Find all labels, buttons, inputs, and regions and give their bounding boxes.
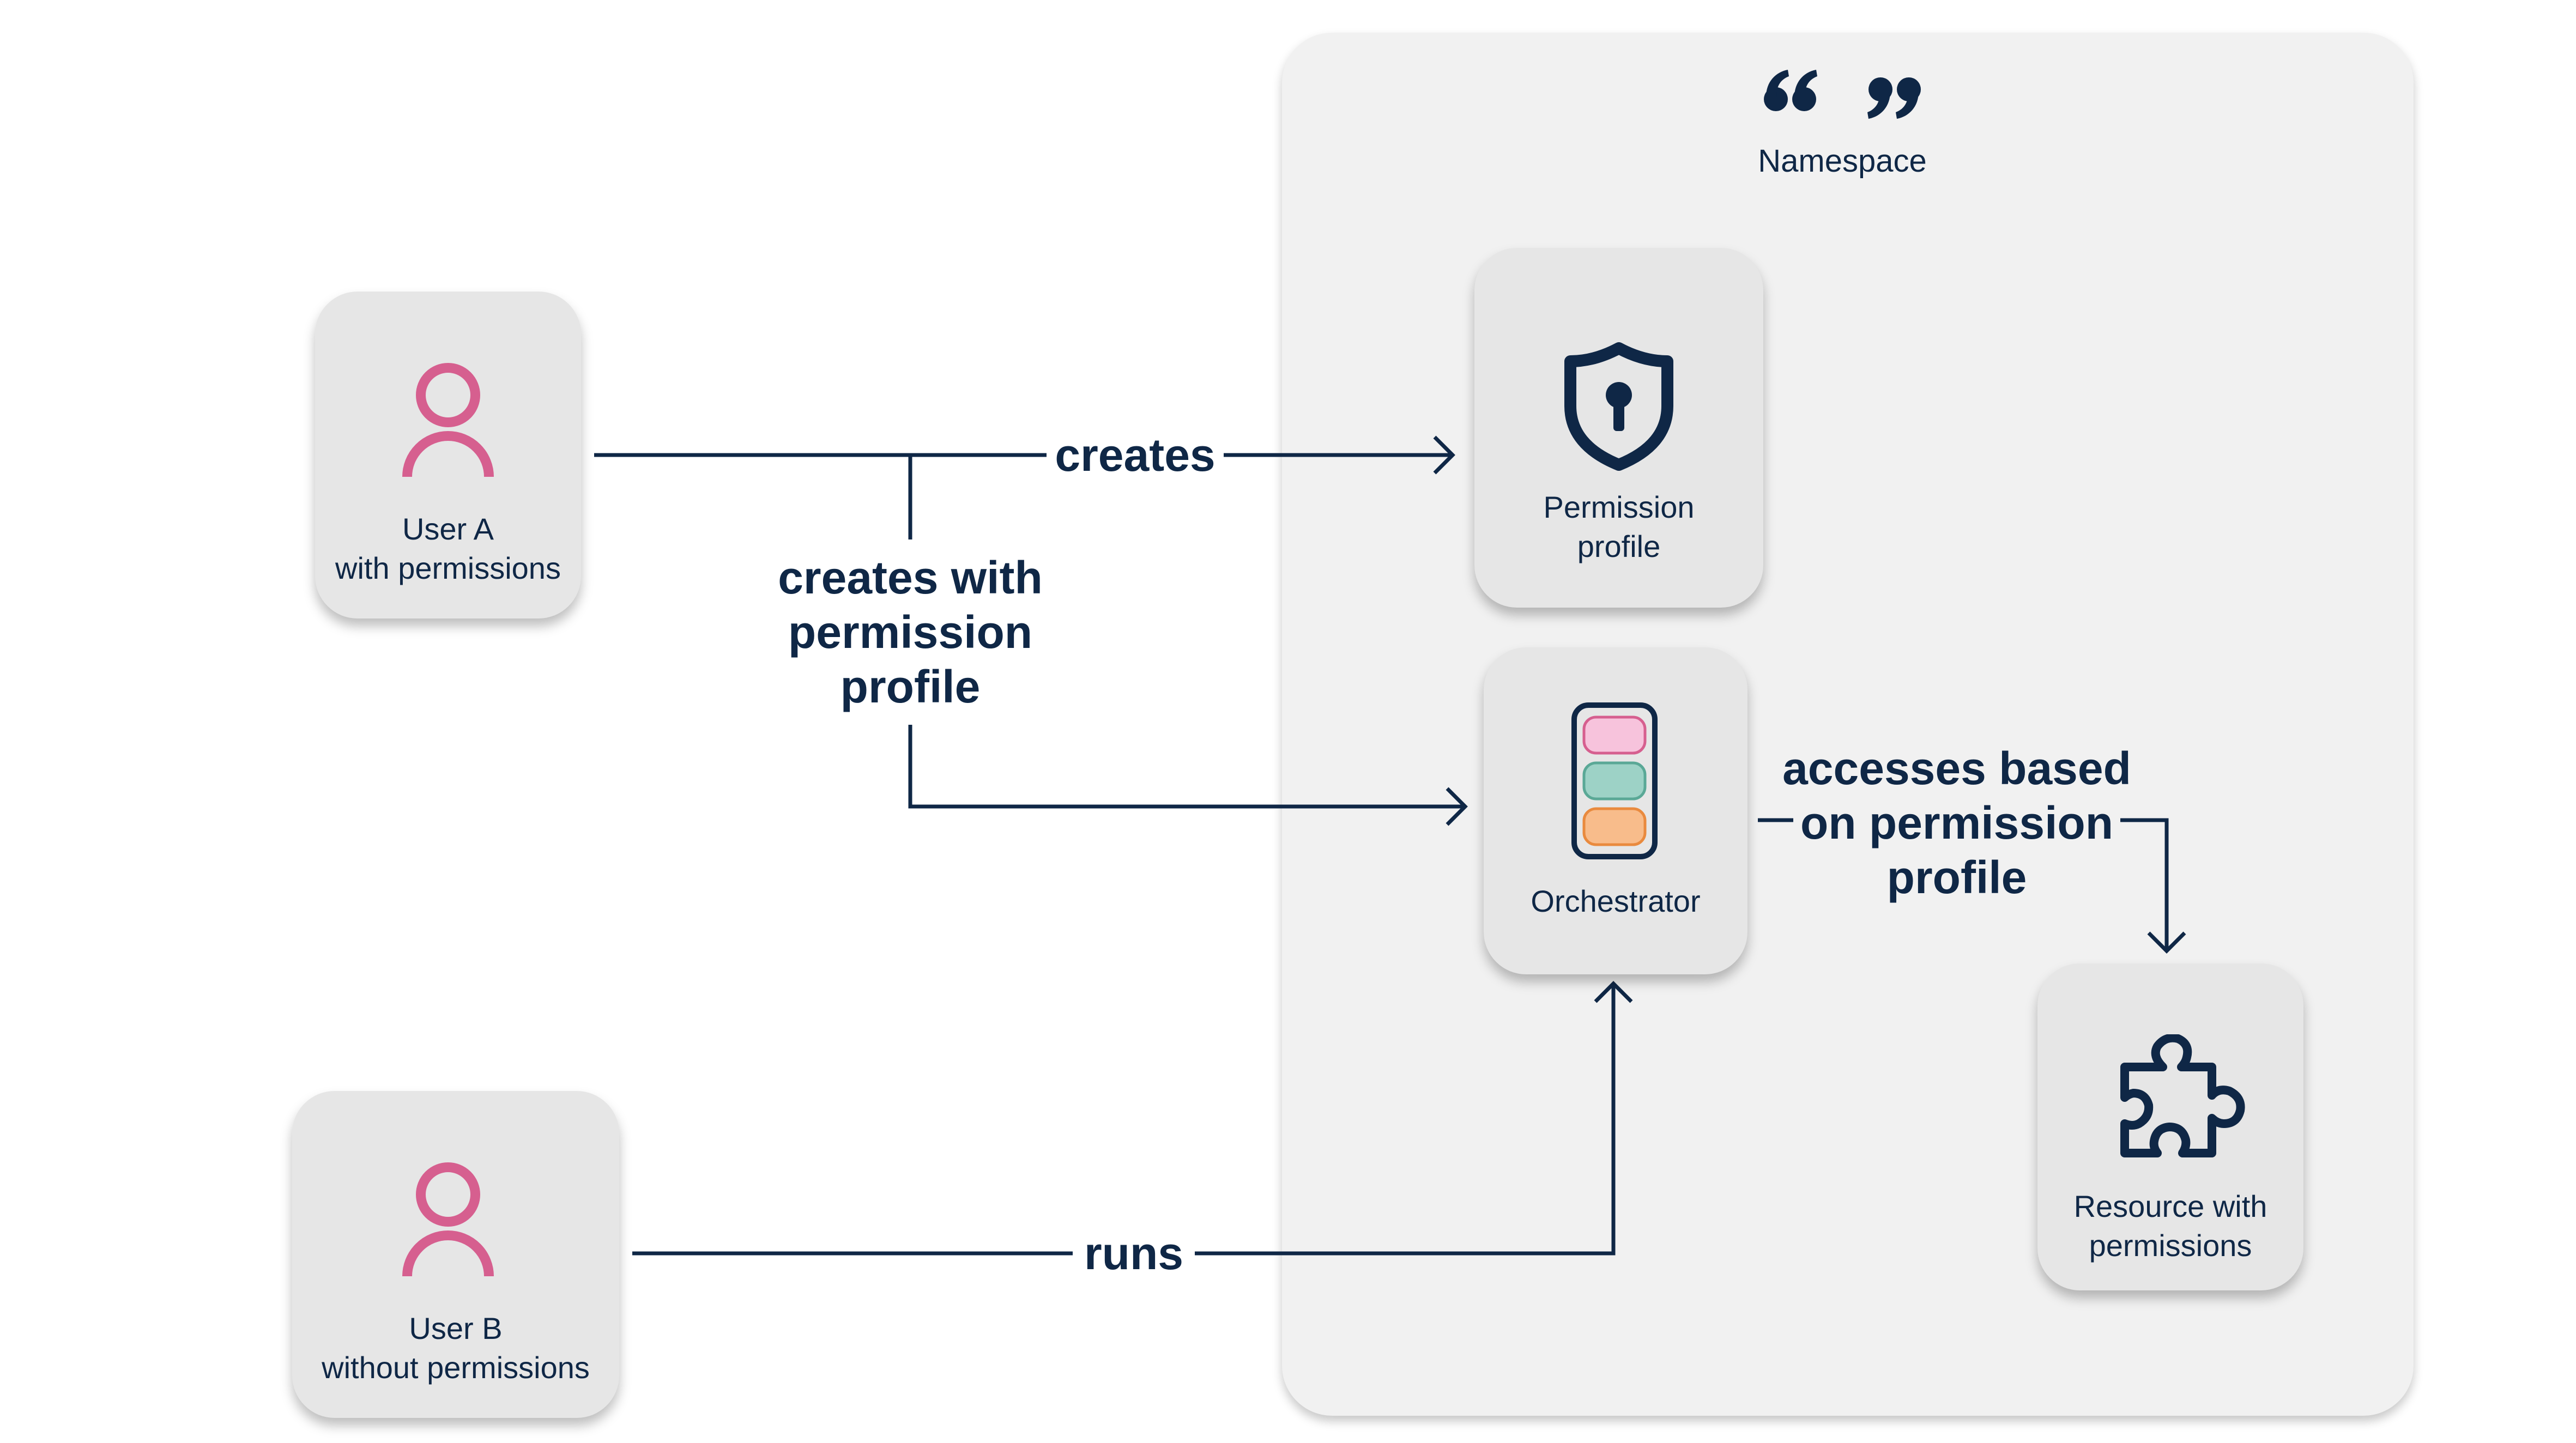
user-icon bbox=[402, 1162, 494, 1277]
orchestrator-icon bbox=[1571, 702, 1658, 859]
puzzle-piece-icon bbox=[2120, 1034, 2245, 1157]
permission-profile-card: Permission profile bbox=[1474, 248, 1763, 608]
namespace-label: Namespace bbox=[1758, 143, 1927, 179]
edge-label-creates: creates bbox=[1055, 429, 1216, 481]
user-b-card: User B without permissions bbox=[292, 1091, 619, 1418]
permission-profile-label: Permission profile bbox=[1543, 490, 1695, 563]
resource-card: Resource with permissions bbox=[2037, 963, 2303, 1290]
edge-label-accesses: accesses based on permission profile bbox=[1782, 743, 2131, 903]
resource-label: Resource with permissions bbox=[2073, 1189, 2267, 1263]
orchestrator-label: Orchestrator bbox=[1531, 884, 1701, 918]
quote-marks-icon bbox=[1764, 70, 1921, 119]
user-b-label: User B without permissions bbox=[322, 1311, 590, 1385]
user-icon bbox=[402, 363, 494, 477]
user-a-card: User A with permissions bbox=[315, 292, 581, 619]
orchestrator-card: Orchestrator bbox=[1484, 647, 1747, 974]
shield-keyhole-icon bbox=[1564, 342, 1673, 471]
edge-label-creates-with-profile: creates with permission profile bbox=[778, 552, 1043, 712]
user-a-label: User A with permissions bbox=[335, 512, 561, 585]
edge-label-runs: runs bbox=[1084, 1228, 1184, 1279]
